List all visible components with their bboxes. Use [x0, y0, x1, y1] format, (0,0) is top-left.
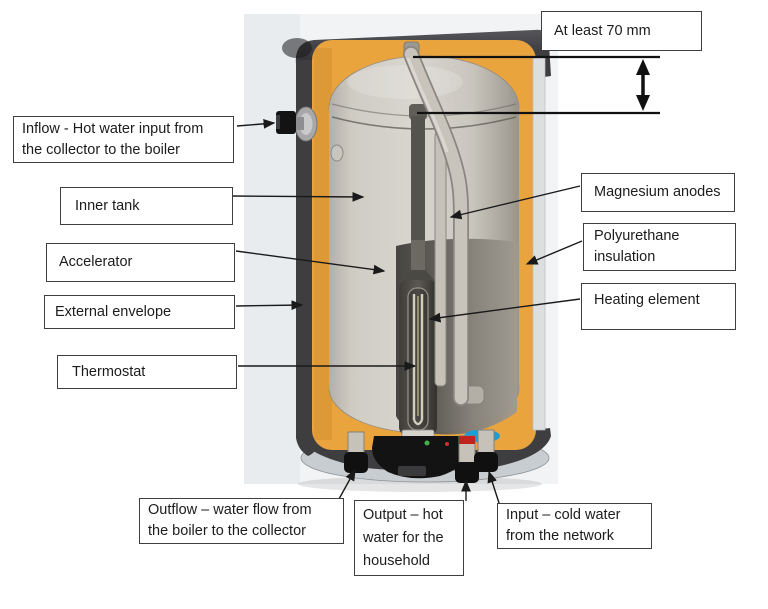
- label-external-envelope: External envelope: [44, 295, 235, 329]
- arrow-inner-tank: [232, 192, 365, 202]
- pipe-cap: [455, 462, 479, 483]
- label-text: Inner tank: [75, 197, 140, 214]
- label-thermostat: Thermostat: [57, 355, 237, 389]
- arrow-polyurethane-insulation: [525, 240, 583, 265]
- label-inflow: Inflow - Hot water input from the collec…: [13, 116, 234, 163]
- pipe-cap: [344, 452, 368, 473]
- label-text: External envelope: [55, 303, 172, 320]
- arrow-magnesium-anodes: [449, 185, 581, 220]
- outflow-pipe: [344, 431, 368, 473]
- input-pipe: [474, 429, 498, 472]
- label-text: the collector to the boiler: [22, 141, 180, 158]
- heating-element: [407, 287, 429, 431]
- label-text: Polyurethane: [594, 228, 680, 244]
- outlet-pipe: [403, 46, 485, 406]
- arrow-accelerator: [235, 250, 386, 275]
- thermostat-rod: [409, 104, 427, 276]
- red-band: [459, 436, 475, 444]
- label-output: Output – hot water for the household: [354, 500, 464, 576]
- leader-arrows: [232, 118, 583, 507]
- label-outflow: Outflow – water flow from the boiler to …: [139, 498, 344, 544]
- label-inner-tank: Inner tank: [60, 187, 233, 225]
- label-polyurethane-insulation: Polyurethane insulation: [583, 223, 736, 271]
- label-text: Accelerator: [59, 254, 133, 270]
- label-text: Magnesium anodes: [594, 184, 721, 200]
- dimension-70mm: [413, 55, 660, 115]
- pipe-cap: [474, 452, 498, 472]
- arrow-input: [487, 470, 501, 507]
- label-text: Inflow - Hot water input from: [22, 120, 204, 137]
- label-text: Outflow – water flow from: [148, 502, 312, 518]
- tank-boss: [330, 144, 344, 162]
- label-text: Output – hot: [363, 506, 443, 523]
- label-text: household: [363, 552, 430, 569]
- magnesium-anode-tube: [434, 124, 447, 387]
- arrow-heating-element: [428, 298, 581, 323]
- label-input: Input – cold water from the network: [497, 503, 652, 549]
- arrow-external-envelope: [235, 300, 304, 311]
- label-text: Input – cold water: [506, 507, 621, 523]
- label-text: the boiler to the collector: [148, 523, 306, 539]
- electric-housing: [372, 436, 466, 479]
- label-magnesium-anodes: Magnesium anodes: [581, 173, 735, 212]
- label-text: insulation: [594, 249, 656, 265]
- label-text: Heating element: [594, 292, 700, 308]
- label-heating-element: Heating element: [581, 283, 736, 330]
- arrow-outflow: [338, 468, 356, 500]
- label-text: water for the: [363, 529, 444, 546]
- label-text: At least 70 mm: [554, 22, 651, 39]
- label-text: Thermostat: [72, 363, 146, 380]
- output-pipe: [455, 435, 479, 483]
- label-text: from the network: [506, 528, 614, 544]
- inflow-fitting: [276, 106, 318, 142]
- arrow-inflow: [236, 118, 276, 129]
- label-accelerator: Accelerator: [46, 243, 235, 282]
- label-at-least-70mm: At least 70 mm: [541, 11, 702, 51]
